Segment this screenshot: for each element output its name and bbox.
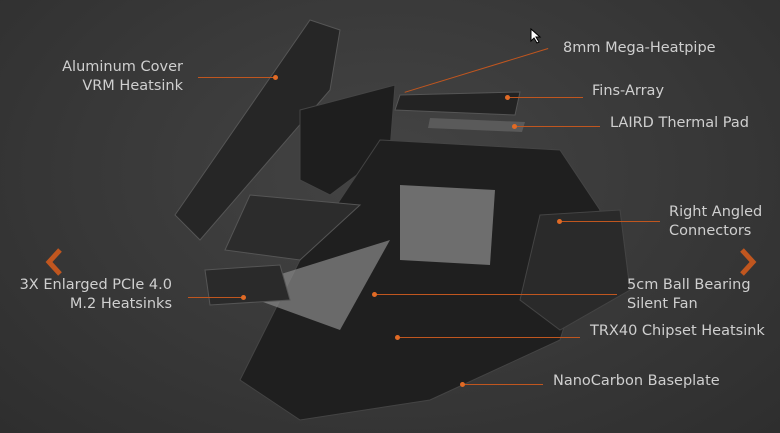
leader-line	[198, 77, 276, 78]
leader-line	[375, 294, 617, 295]
label-chipset: TRX40 Chipset Heatsink	[590, 323, 765, 339]
label-heatpipe: 8mm Mega-Heatpipe	[563, 40, 716, 56]
label-line: Right Angled	[669, 204, 763, 220]
prev-slide-button[interactable]	[42, 247, 66, 277]
label-line: Connectors	[669, 223, 752, 239]
leader-dot	[241, 295, 246, 300]
leader-line	[188, 297, 243, 298]
label-line: Aluminum Cover	[62, 59, 183, 75]
mouse-cursor-icon	[530, 28, 542, 44]
leader-dot	[395, 335, 400, 340]
label-line: 5cm Ball Bearing	[627, 277, 751, 293]
label-line: Silent Fan	[627, 296, 698, 312]
leader-dot	[505, 95, 510, 100]
label-fins: Fins-Array	[592, 83, 665, 99]
next-slide-button[interactable]	[736, 247, 760, 277]
leader-dot	[372, 292, 377, 297]
leader-line	[398, 337, 580, 338]
leader-dot	[460, 382, 465, 387]
label-laird: LAIRD Thermal Pad	[610, 115, 749, 131]
label-line: VRM Heatsink	[82, 78, 183, 94]
leader-line	[515, 126, 600, 127]
label-line: M.2 Heatsinks	[69, 296, 172, 312]
leader-dot	[557, 219, 562, 224]
leader-dot	[273, 75, 278, 80]
label-line: 3X Enlarged PCIe 4.0	[19, 277, 172, 293]
label-baseplate: NanoCarbon Baseplate	[553, 373, 720, 389]
chevron-left-icon	[45, 248, 62, 276]
leader-line	[463, 384, 543, 385]
leader-dot	[512, 124, 517, 129]
chevron-right-icon	[740, 248, 757, 276]
leader-line	[560, 221, 660, 222]
leader-line	[508, 97, 583, 98]
